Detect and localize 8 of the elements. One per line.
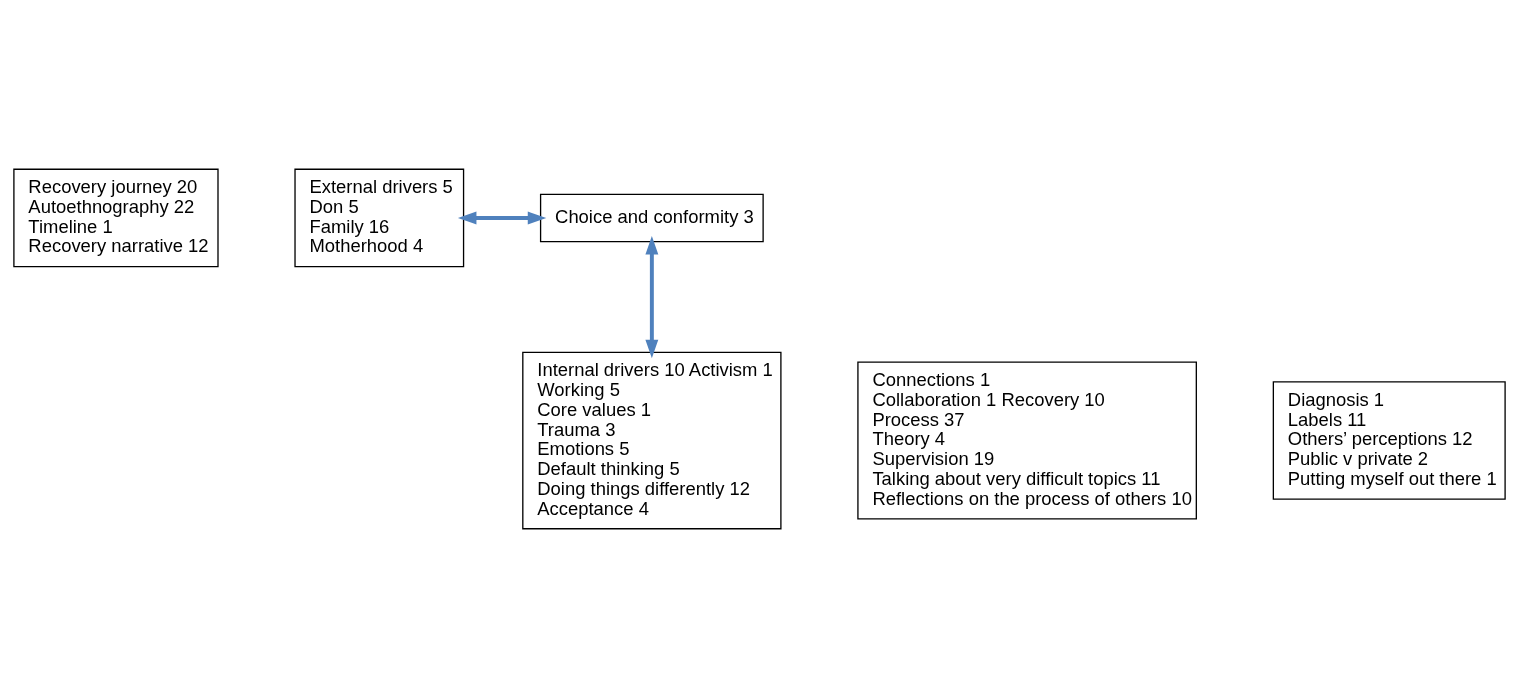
node-box: Recovery journey 20 Autoethnography 22 Timeline 1 Recovery narrative 12 — [13, 168, 219, 268]
node-box: Internal drivers 10 Activism 1 Working 5 Core values 1 Trauma 3 Emotions 5 Default thinking 5 Doing things differently 12 Acceptance 4 — [522, 351, 782, 530]
node-box: External drivers 5 Don 5 Family 16 Motherhood 4 — [294, 168, 465, 268]
node-box: Diagnosis 1 Labels 11 Others’ perceptions 12 Public v private 2 Putting myself out there 1 — [1272, 381, 1506, 500]
arrow — [645, 236, 659, 359]
node-box: Choice and conformity 3 — [539, 193, 764, 243]
node-box: Connections 1 Collaboration 1 Recovery 10 Process 37 Theory 4 Supervision 19 Talking about very difficult topics 11 Reflections on the process of others 10 — [857, 361, 1197, 520]
arrow — [457, 211, 547, 225]
